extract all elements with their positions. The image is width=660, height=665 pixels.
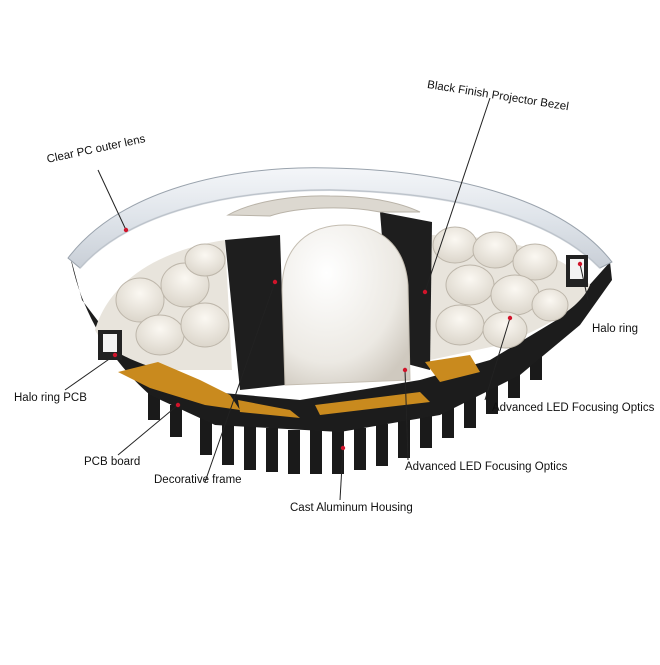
- label-halo-ring-right: Halo ring: [592, 323, 639, 335]
- marker-dots: [112, 227, 583, 451]
- aluminum-housing: [70, 255, 612, 432]
- heatsink-fins: [148, 352, 542, 474]
- halo-ring-right: [566, 255, 588, 287]
- right-optics: [430, 226, 590, 360]
- leader-lines: [64, 97, 589, 501]
- projector-bezel: [225, 235, 285, 390]
- label-focusing-optics-bottom: Advanced LED Focusing Optics: [405, 461, 568, 473]
- label-pcb-board: PCB board: [84, 456, 141, 468]
- projector-dome: [281, 224, 411, 386]
- label-focusing-optics-right: Advanced LED Focusing Optics: [492, 402, 655, 414]
- halo-ring-left: [98, 330, 122, 360]
- pcb-boards: [118, 355, 480, 418]
- left-optics: [95, 240, 232, 370]
- label-halo-ring-pcb: Halo ring PCB: [14, 392, 87, 404]
- label-decorative-frame: Decorative frame: [154, 474, 242, 486]
- label-housing: Cast Aluminum Housing: [290, 502, 413, 514]
